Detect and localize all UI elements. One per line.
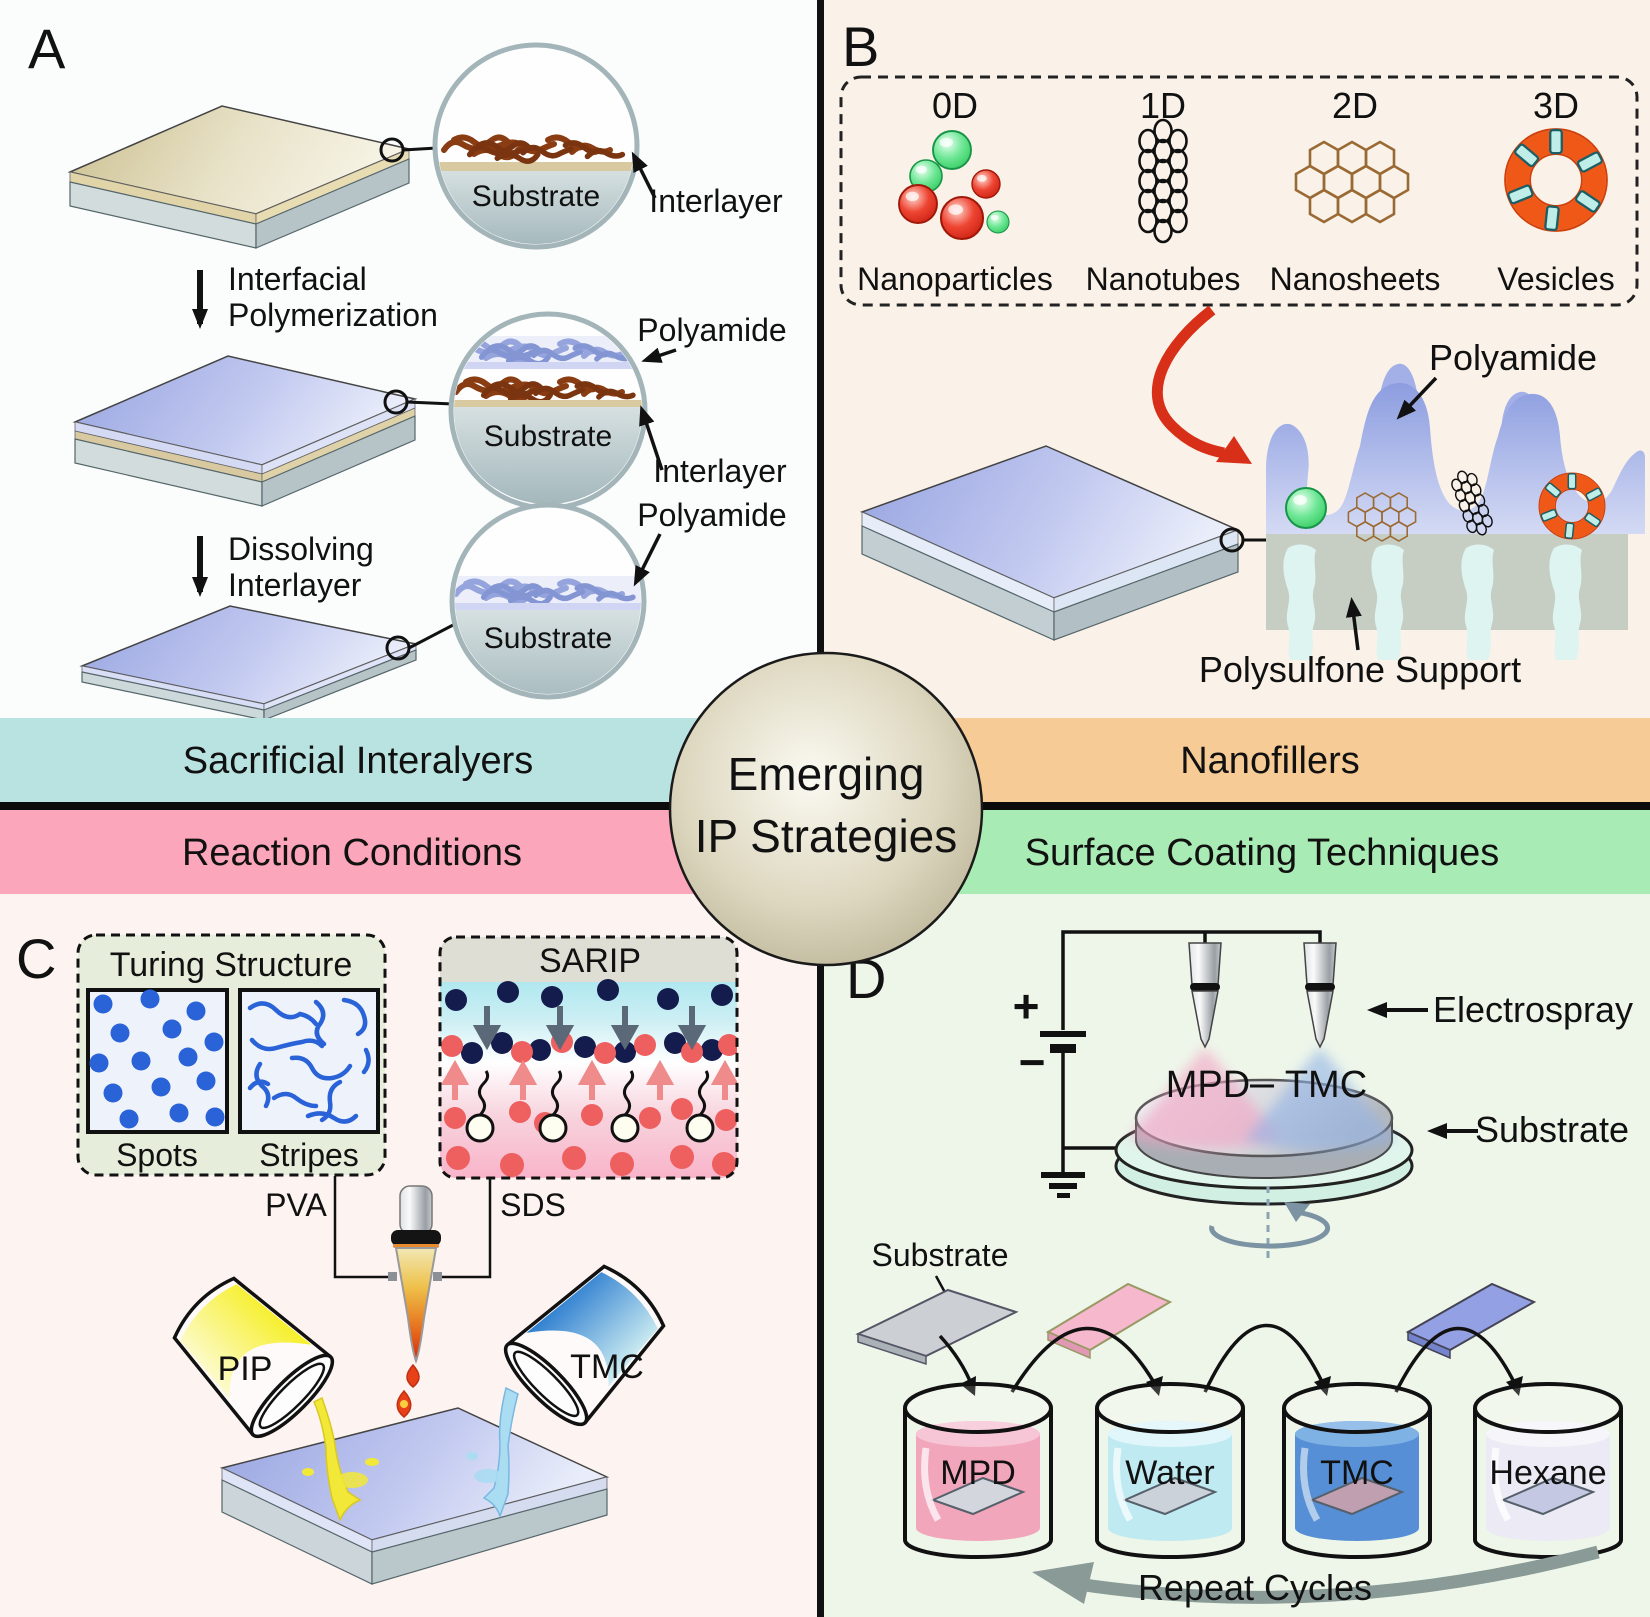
dim-0d: 0D bbox=[932, 85, 978, 126]
beaker-mpd-label: MPD bbox=[940, 1454, 1016, 1492]
electrospray-nozzle-icon bbox=[1188, 942, 1222, 1049]
turing-title: Turing Structure bbox=[110, 946, 353, 984]
additive-connectors bbox=[333, 1176, 492, 1279]
panel-b-tag: B bbox=[842, 15, 879, 78]
step2-line2: Interlayer bbox=[228, 567, 362, 603]
tmc-spray-label: TMC bbox=[1285, 1064, 1367, 1106]
stripes-label: Stripes bbox=[259, 1137, 359, 1173]
spots-label: Spots bbox=[116, 1137, 198, 1173]
beaker-tmc: TMC bbox=[1282, 1382, 1432, 1559]
substrate-label-3: Substrate bbox=[484, 622, 612, 655]
panel-c: C Turing Structure bbox=[16, 927, 739, 1585]
panel-a: A Substrate Interlayer Interfacial Polym… bbox=[28, 17, 787, 721]
electrospray-circuit bbox=[1061, 930, 1322, 1172]
sarip-box: SARIP bbox=[438, 935, 739, 1180]
repeat-cycles-arrow-icon bbox=[1032, 1545, 1600, 1604]
polysulfone-support-label: Polysulfone Support bbox=[1199, 649, 1521, 690]
magnifier-2-polyamide-interlayer: Substrate bbox=[448, 311, 648, 511]
dim-3d: 3D bbox=[1533, 85, 1579, 126]
step1-line2: Polymerization bbox=[228, 297, 438, 333]
banner-sacrificial-label: Sacrificial Interalyers bbox=[183, 740, 534, 782]
turing-stripes-icon bbox=[238, 988, 380, 1134]
center-title-line2: IP Strategies bbox=[695, 810, 958, 862]
polyamide-b-label: Polyamide bbox=[1429, 337, 1597, 378]
banner-surface-label: Surface Coating Techniques bbox=[1025, 832, 1500, 874]
nanofiller-box bbox=[839, 75, 1639, 307]
dim-2d: 2D bbox=[1332, 85, 1378, 126]
beaker-hexane: Hexane bbox=[1473, 1382, 1623, 1559]
substrate-top-label: Substrate bbox=[1475, 1109, 1629, 1150]
substrate-bottom-label: Substrate bbox=[872, 1237, 1009, 1273]
panel-d: D + − MPD TMC bbox=[846, 930, 1633, 1608]
pip-label: PIP bbox=[218, 1350, 273, 1388]
tmc-spray-cone-icon bbox=[1245, 1047, 1395, 1151]
electrospray-nozzle-icon bbox=[1303, 942, 1337, 1049]
membrane-slab-polyamide-interlayer-icon bbox=[72, 355, 418, 507]
nanosheets-label: Nanosheets bbox=[1270, 261, 1441, 297]
mpd-spray-cone-icon bbox=[1128, 1047, 1282, 1149]
turing-structure-box: Turing Structure bbox=[76, 933, 387, 1177]
center-title-line1: Emerging bbox=[728, 748, 925, 800]
electrospray-label: Electrospray bbox=[1433, 989, 1633, 1030]
sarip-title: SARIP bbox=[539, 942, 641, 980]
beaker-hexane-label: Hexane bbox=[1489, 1454, 1606, 1492]
substrate-label-1: Substrate bbox=[472, 180, 600, 213]
beaker-water: Water bbox=[1095, 1382, 1245, 1559]
vesicles-label: Vesicles bbox=[1497, 261, 1614, 297]
panel-a-tag: A bbox=[28, 17, 66, 80]
polyamide-label-2: Polyamide bbox=[637, 312, 786, 348]
membrane-slab-interlayer-icon bbox=[67, 105, 412, 249]
surfactant-icons bbox=[465, 1070, 715, 1143]
beaker-tmc-label: TMC bbox=[1320, 1454, 1394, 1492]
minus-sign: − bbox=[1019, 1036, 1046, 1088]
substrate-label-2: Substrate bbox=[484, 420, 612, 453]
tmc-c-label: TMC bbox=[570, 1348, 644, 1386]
diffusion-up-arrows-icon bbox=[440, 1059, 737, 1100]
cycle-arcs bbox=[938, 1323, 1518, 1393]
diffusion-down-arrows-icon bbox=[472, 1006, 707, 1051]
nanoparticles-label: Nanoparticles bbox=[857, 261, 1053, 297]
turing-spots-icon bbox=[86, 988, 229, 1134]
banner-nanofillers-label: Nanofillers bbox=[1180, 740, 1360, 782]
pip-beaker-icon bbox=[172, 1276, 379, 1523]
tmc-beaker-c-icon bbox=[466, 1264, 666, 1519]
step1-line1: Interfacial bbox=[228, 261, 367, 297]
sds-label: SDS bbox=[500, 1187, 566, 1223]
interlayer-label-1: Interlayer bbox=[649, 183, 783, 219]
panel-c-tag: C bbox=[16, 927, 56, 990]
membrane-slab-polyamide-icon bbox=[79, 605, 419, 721]
beaker-mpd: MPD bbox=[903, 1382, 1053, 1559]
banner-reaction-label: Reaction Conditions bbox=[182, 832, 522, 874]
ground-icon bbox=[1041, 1172, 1085, 1198]
interlayer-label-2: Interlayer bbox=[653, 453, 787, 489]
center-sphere: Emerging IP Strategies bbox=[668, 651, 984, 967]
membrane-slab-b-icon bbox=[859, 445, 1241, 641]
nanotubes-label: Nanotubes bbox=[1086, 261, 1241, 297]
rotation-arrow-icon bbox=[1209, 1186, 1331, 1262]
polyamide-cross-section bbox=[1266, 363, 1645, 660]
polyamide-label-3: Polyamide bbox=[637, 497, 786, 533]
step2-line1: Dissolving bbox=[228, 531, 374, 567]
pva-label: PVA bbox=[265, 1187, 327, 1223]
flying-plate-gray-icon bbox=[855, 1288, 1019, 1366]
membrane-slab-c-icon bbox=[219, 1407, 610, 1585]
beaker-water-label: Water bbox=[1125, 1454, 1214, 1492]
magnifier-3-polyamide: Substrate bbox=[449, 502, 647, 700]
mpd-spray-label: MPD bbox=[1166, 1064, 1250, 1106]
red-arrow-icon bbox=[1151, 305, 1252, 464]
repeat-cycles-label: Repeat Cycles bbox=[1138, 1567, 1372, 1608]
plus-sign: + bbox=[1013, 980, 1040, 1032]
panel-b: B 0D 1D 2D 3D Nanoparticles Nanotubes Na… bbox=[839, 15, 1645, 690]
magnifier-1-interlayer: Substrate bbox=[432, 42, 640, 250]
dropper-icon bbox=[391, 1185, 441, 1446]
